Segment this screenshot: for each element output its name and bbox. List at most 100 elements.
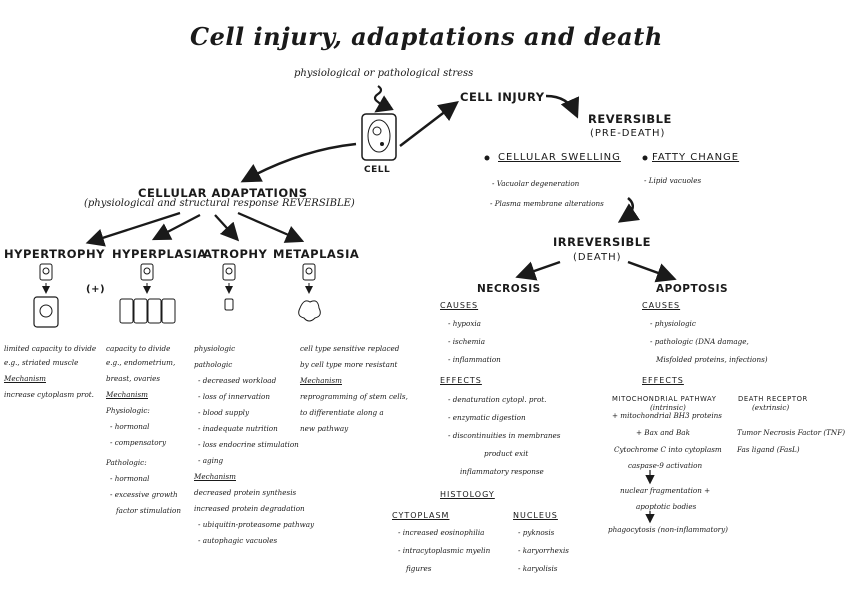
hyperplasia-label: HYPERPLASIA <box>112 247 207 261</box>
apoptosis-cause: - pathologic (DNA damage, <box>650 337 749 346</box>
atrophy-note: decreased protein synthesis <box>194 488 297 497</box>
atrophy-note: - aging <box>198 456 224 465</box>
necrosis-effect: inflammatory response <box>460 467 544 476</box>
hyperplasia-note: capacity to divide <box>106 344 171 353</box>
hypertrophy-label: HYPERTROPHY <box>4 247 105 261</box>
reversible-label: REVERSIBLE <box>588 112 672 126</box>
hypertrophy-note: Mechanism <box>4 374 46 383</box>
nucleus-item: - pyknosis <box>518 528 555 537</box>
adaptations-subtitle: (physiological and structural response R… <box>84 198 355 209</box>
atrophy-icon <box>222 263 236 311</box>
atrophy-note: - loss of innervation <box>198 392 271 401</box>
atrophy-note: increased protein degradation <box>194 504 305 513</box>
hyperplasia-note: - hormonal <box>110 474 150 483</box>
necrosis-cause: - ischemia <box>448 337 486 346</box>
death-label: (DEATH) <box>573 252 622 263</box>
mitochondrial-pathway-label: MITOCHONDRIAL PATHWAY <box>612 395 717 403</box>
cytoplasm-item: - increased eosinophilia <box>398 528 485 537</box>
fatty-change-label: FATTY CHANGE <box>652 152 740 163</box>
hyperplasia-note: breast, ovaries <box>106 374 161 383</box>
arrow-to-adaptations <box>240 142 357 183</box>
hyperplasia-note: Mechanism <box>106 390 148 399</box>
necrosis-effects-label: EFFECTS <box>440 376 482 385</box>
necrosis-effect: - enzymatic digestion <box>448 413 526 422</box>
atrophy-note: - inadequate nutrition <box>198 424 278 433</box>
mito-line: apoptotic bodies <box>636 502 697 511</box>
necrosis-label: NECROSIS <box>477 283 541 295</box>
fatty-item: - Lipid vacuoles <box>644 176 702 185</box>
arrow-to-irreversible <box>617 197 641 223</box>
hypertrophy-note: limited capacity to divide <box>4 344 97 353</box>
hyperplasia-note: factor stimulation <box>116 506 181 515</box>
atrophy-note: - autophagic vacuoles <box>198 536 278 545</box>
necrosis-effect: - discontinuities in membranes <box>448 431 561 440</box>
metaplasia-note: reprogramming of stem cells, <box>300 392 408 401</box>
mito-line: + Bax and Bak <box>636 428 690 437</box>
cell-label: CELL <box>364 165 391 175</box>
atrophy-note: - decreased workload <box>198 376 277 385</box>
cytoplasm-item: figures <box>406 564 432 573</box>
predeath-label: (PRE-DEATH) <box>590 128 666 139</box>
metaplasia-note: cell type sensitive replaced <box>300 344 400 353</box>
cellular-swelling-label: CELLULAR SWELLING <box>498 152 621 163</box>
hyperplasia-note: - hormonal <box>110 422 150 431</box>
cell-icon <box>361 113 397 161</box>
hypertrophy-note: e.g., striated muscle <box>4 358 79 367</box>
apoptosis-cause: Misfolded proteins, infections) <box>656 355 768 364</box>
mito-line: nuclear fragmentation + <box>620 486 711 495</box>
hyperplasia-note: - excessive growth <box>110 490 178 499</box>
metaplasia-label: METAPLASIA <box>273 247 360 261</box>
hyperplasia-note: - compensatory <box>110 438 167 447</box>
nucleus-item: - karyorrhexis <box>518 546 569 555</box>
apoptosis-causes-label: CAUSES <box>642 301 681 310</box>
hypertrophy-note: increase cytoplasm prot. <box>4 390 94 399</box>
hyperplasia-note: Physiologic: <box>106 406 150 415</box>
atrophy-note: Mechanism <box>194 472 236 481</box>
death-receptor-label: DEATH RECEPTOR <box>738 395 808 403</box>
arrow-to-injury <box>399 100 459 147</box>
metaplasia-note: Mechanism <box>300 376 342 385</box>
atrophy-note: - blood supply <box>198 408 250 417</box>
swelling-item: - Plasma membrane alterations <box>490 199 604 208</box>
histology-label: HISTOLOGY <box>440 490 495 499</box>
arrow-to-reversible <box>545 94 580 119</box>
necrosis-causes-label: CAUSES <box>440 301 479 310</box>
cytoplasm-label: CYTOPLASM <box>392 511 450 520</box>
necrosis-cause: - hypoxia <box>448 319 481 328</box>
swelling-item: - Vacuolar degeneration <box>492 179 580 188</box>
death-line: Tumor Necrosis Factor (TNF) <box>737 428 846 437</box>
plus-label: (+) <box>86 284 106 295</box>
metaplasia-note: to differentiate along a <box>300 408 384 417</box>
mito-line: phagocytosis (non-inflammatory) <box>608 525 728 534</box>
apoptosis-cause: - physiologic <box>650 319 696 328</box>
necrosis-cause: - inflammation <box>448 355 501 364</box>
metaplasia-note: new pathway <box>300 424 349 433</box>
cell-injury-label: CELL INJURY <box>460 90 545 104</box>
irreversible-label: IRREVERSIBLE <box>553 235 651 249</box>
stress-label: physiological or pathological stress <box>294 68 474 79</box>
mito-line: Cytochrome C into cytoplasm <box>614 445 722 454</box>
cytoplasm-item: - intracytoplasmic myelin <box>398 546 491 555</box>
mito-line: caspase-9 activation <box>628 461 703 470</box>
mitochondrial-pathway-sub: (intrinsic) <box>650 403 686 412</box>
arrow-to-necrosis <box>515 260 561 281</box>
nucleus-label: NUCLEUS <box>513 511 558 520</box>
metaplasia-note: by cell type more resistant <box>300 360 398 369</box>
atrophy-note: physiologic <box>194 344 236 353</box>
arrow-to-apoptosis <box>627 260 677 283</box>
hyperplasia-note: Pathologic: <box>106 458 147 467</box>
cellular-adaptations-label: CELLULAR ADAPTATIONS <box>138 186 308 200</box>
hyperplasia-icon <box>119 263 176 324</box>
hyperplasia-note: e.g., endometrium, <box>106 358 176 367</box>
mito-line: + mitochondrial BH3 proteins <box>612 411 722 420</box>
atrophy-note: - loss endocrine stimulation <box>198 440 299 449</box>
hypertrophy-icon <box>33 263 59 328</box>
page-title: Cell injury, adaptations and death <box>190 22 663 51</box>
stress-squiggle <box>373 85 394 113</box>
death-line: Fas ligand (FasL) <box>737 445 800 454</box>
apoptosis-label: APOPTOSIS <box>656 283 729 295</box>
atrophy-label: ATROPHY <box>203 247 268 261</box>
apoptosis-effects-label: EFFECTS <box>642 376 684 385</box>
